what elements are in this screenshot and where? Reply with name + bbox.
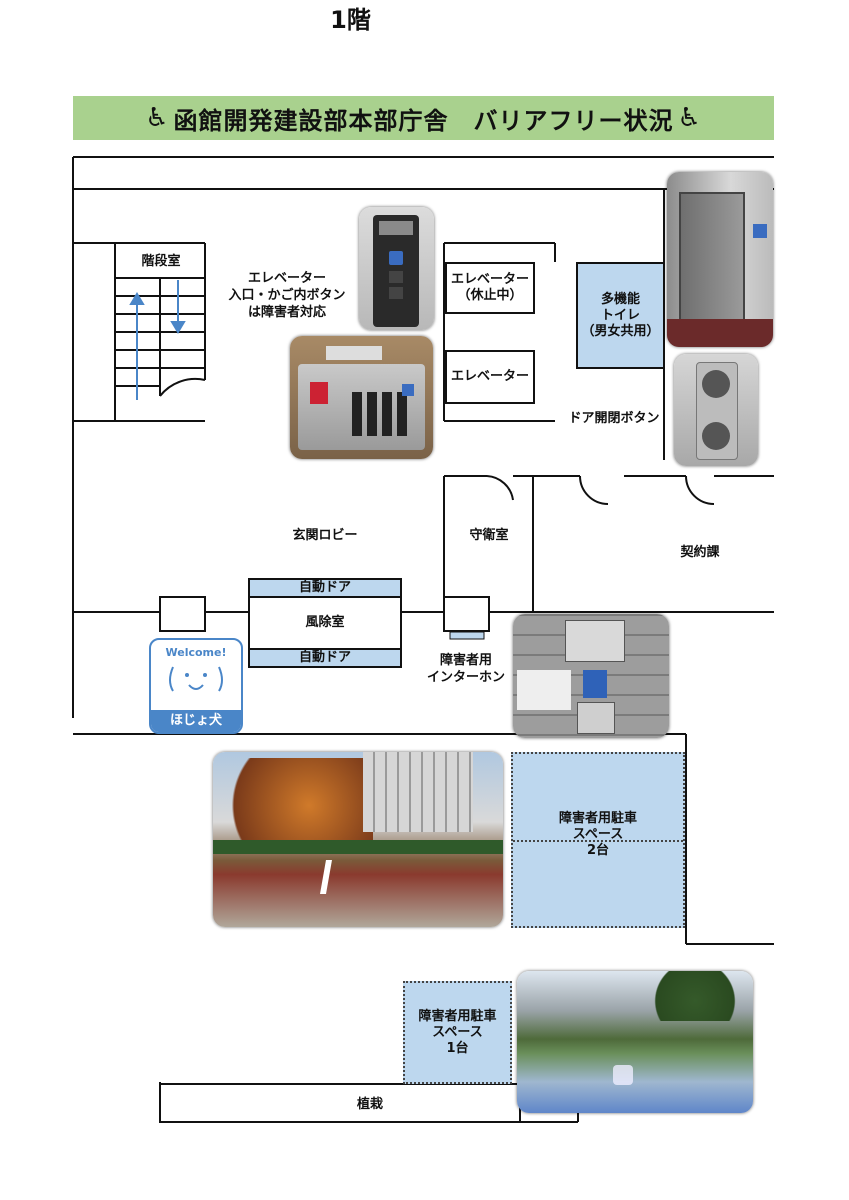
parking-divider <box>513 840 683 842</box>
planting-label: 植栽 <box>356 1097 383 1112</box>
parking-one-photo <box>517 971 753 1113</box>
multipurpose-toilet: 多機能 トイレ （男女共用） <box>576 262 665 369</box>
floor-label: 1階 <box>330 5 371 34</box>
badge-welcome: Welcome! <box>165 646 227 659</box>
wheelchair-icon: ♿ <box>677 103 702 133</box>
dog-face-icon <box>169 666 223 692</box>
stairs-label: 階段室 <box>141 254 181 269</box>
lobby-label: 玄関ロビー <box>292 528 358 543</box>
toilet-entrance-photo <box>667 172 773 347</box>
door-button-note: ドア開閉ボタン <box>568 411 660 426</box>
parking-two-photo <box>213 752 503 927</box>
auto-door-bottom: 自動ドア <box>248 648 402 668</box>
wheelchair-icon: ♿ <box>145 103 170 133</box>
elevator-room: エレベーター <box>445 350 535 404</box>
vestibule: 風除室 <box>248 596 402 650</box>
door-button-photo <box>674 354 758 466</box>
page-title: ♿ 函館開発建設部本部庁舎 バリアフリー状況 ♿ <box>73 96 774 140</box>
elevator-panel-photo <box>359 207 434 330</box>
elevator-buttons-note: エレベーター 入口・かご内ボタン は障害者対応 <box>228 271 346 320</box>
accessible-parking-one: 障害者用駐車 スペース 1台 <box>403 981 512 1084</box>
elevator-idle-room: エレベーター （休止中） <box>445 262 535 314</box>
auto-door-top: 自動ドア <box>248 578 402 598</box>
car-buttons-photo <box>290 336 433 459</box>
intercom-note: 障害者用 インターホン <box>426 653 505 685</box>
guard-room-label: 守衛室 <box>469 528 509 543</box>
assistance-dog-badge: Welcome! ほじょ犬 <box>149 638 243 734</box>
contracts-label: 契約課 <box>680 545 720 560</box>
badge-label: ほじょ犬 <box>151 710 241 732</box>
title-text: 函館開発建設部本部庁舎 バリアフリー状況 <box>173 106 674 135</box>
intercom-photo <box>513 614 669 738</box>
